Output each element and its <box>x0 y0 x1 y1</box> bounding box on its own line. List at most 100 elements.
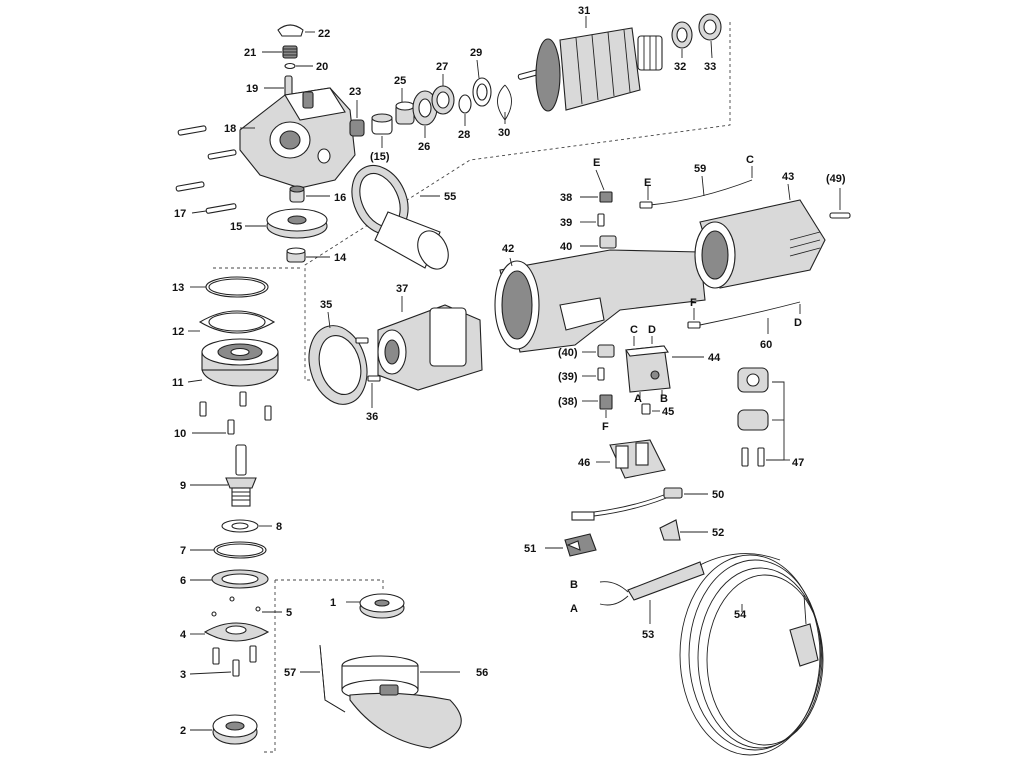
part-39-screw <box>580 213 605 227</box>
part-25-bearing <box>395 88 415 125</box>
part-2-flange-nut <box>190 714 258 745</box>
part-6-lock-washer <box>190 569 269 589</box>
part-51-switch-knob <box>545 533 597 557</box>
label-21: 21 <box>244 47 256 59</box>
part-57-hex-key <box>300 644 346 713</box>
part-19-pin <box>264 75 293 99</box>
part-13-o-ring <box>190 276 269 298</box>
part-32-bearing <box>671 21 693 58</box>
part-17-screws <box>175 125 237 214</box>
part-30-circlip <box>497 84 512 124</box>
label-49b: (49) <box>826 173 846 185</box>
part-52-lever <box>659 519 708 541</box>
part-35-end-cap <box>308 311 368 405</box>
label-38b: (38) <box>558 396 578 408</box>
part-15b-bush <box>371 113 393 148</box>
label-10: 10 <box>174 428 186 440</box>
label-30: 30 <box>498 127 510 139</box>
label-22: 22 <box>318 28 330 40</box>
letter-c-wire: C <box>746 154 754 166</box>
label-38: 38 <box>560 192 572 204</box>
label-40: 40 <box>560 241 572 253</box>
label-37: 37 <box>396 283 408 295</box>
label-46: 46 <box>578 457 590 469</box>
letter-d-wire: D <box>794 317 802 329</box>
label-31: 31 <box>578 5 590 17</box>
label-17: 17 <box>174 208 186 220</box>
part-44-switch <box>625 336 704 398</box>
label-26: 26 <box>418 141 430 153</box>
part-20-washer <box>284 62 313 70</box>
label-20: 20 <box>316 61 328 73</box>
label-12: 12 <box>172 326 184 338</box>
part-31-armature <box>517 16 663 112</box>
label-1: 1 <box>330 597 336 609</box>
label-2: 2 <box>180 725 186 737</box>
part-40b-brush-holder <box>582 344 615 358</box>
part-number-labels: 22 21 20 19 18 17 16 15 14 13 12 11 10 9… <box>172 5 846 737</box>
part-47-cable-clamp <box>737 367 790 467</box>
part-38b-brush <box>582 394 613 418</box>
label-27: 27 <box>436 61 448 73</box>
label-15: 15 <box>230 221 242 233</box>
part-14-bearing <box>286 247 330 263</box>
label-6: 6 <box>180 575 186 587</box>
part-28-washer <box>458 94 472 126</box>
part-42-motor-housing <box>494 249 706 353</box>
label-5: 5 <box>286 607 292 619</box>
label-28: 28 <box>458 129 470 141</box>
part-9-spindle <box>190 444 257 507</box>
label-33: 33 <box>704 61 716 73</box>
part-54-power-cord <box>679 553 824 756</box>
part-15-bearing-plate <box>245 208 328 239</box>
part-55-side-handle <box>351 165 449 270</box>
part-59-wire <box>639 166 753 209</box>
part-16-bushing <box>289 185 330 203</box>
label-53: 53 <box>642 629 654 641</box>
part-43-rear-housing <box>694 183 826 289</box>
part-12-gasket <box>188 310 276 334</box>
part-56-wheel-guard <box>341 655 462 749</box>
part-21-spring <box>262 45 298 59</box>
label-39b: (39) <box>558 371 578 383</box>
label-51: 51 <box>524 543 536 555</box>
part-60-wire <box>687 301 801 334</box>
part-7-ring <box>190 541 267 559</box>
label-54: 54 <box>734 609 747 621</box>
part-22-cap <box>277 24 315 37</box>
part-36-screws <box>355 337 381 408</box>
label-52: 52 <box>712 527 724 539</box>
label-50: 50 <box>712 489 724 501</box>
letter-f-brush: F <box>602 421 609 433</box>
label-45: 45 <box>662 406 674 418</box>
part-10-screws <box>192 391 272 435</box>
letter-c-switch: C <box>630 324 638 336</box>
label-16: 16 <box>334 192 346 204</box>
label-11: 11 <box>172 377 184 389</box>
part-46-cover <box>596 439 666 479</box>
label-23: 23 <box>349 86 361 98</box>
letter-d-switch: D <box>648 324 656 336</box>
label-3: 3 <box>180 669 186 681</box>
label-18: 18 <box>224 123 236 135</box>
part-4-flange-plate <box>190 622 270 642</box>
label-43: 43 <box>782 171 794 183</box>
label-55: 55 <box>444 191 456 203</box>
part-53-cable-sleeve <box>599 561 705 624</box>
label-4: 4 <box>180 629 187 641</box>
part-33-bearing-cap <box>698 13 722 59</box>
part-39b-screw <box>582 367 605 381</box>
letter-a-switch: A <box>634 393 642 405</box>
label-40b: (40) <box>558 347 578 359</box>
label-13: 13 <box>172 282 184 294</box>
part-38-brush <box>580 169 613 203</box>
part-11-gear-flange <box>187 338 279 387</box>
part-5-balls <box>211 596 282 617</box>
connection-letter-labels: E E C C D D F F A B B A <box>570 154 802 615</box>
part-37-stator <box>377 296 483 391</box>
label-59: 59 <box>694 163 706 175</box>
label-9: 9 <box>180 480 186 492</box>
letter-f-wire: F <box>690 297 697 309</box>
part-26-bearing <box>412 90 438 138</box>
